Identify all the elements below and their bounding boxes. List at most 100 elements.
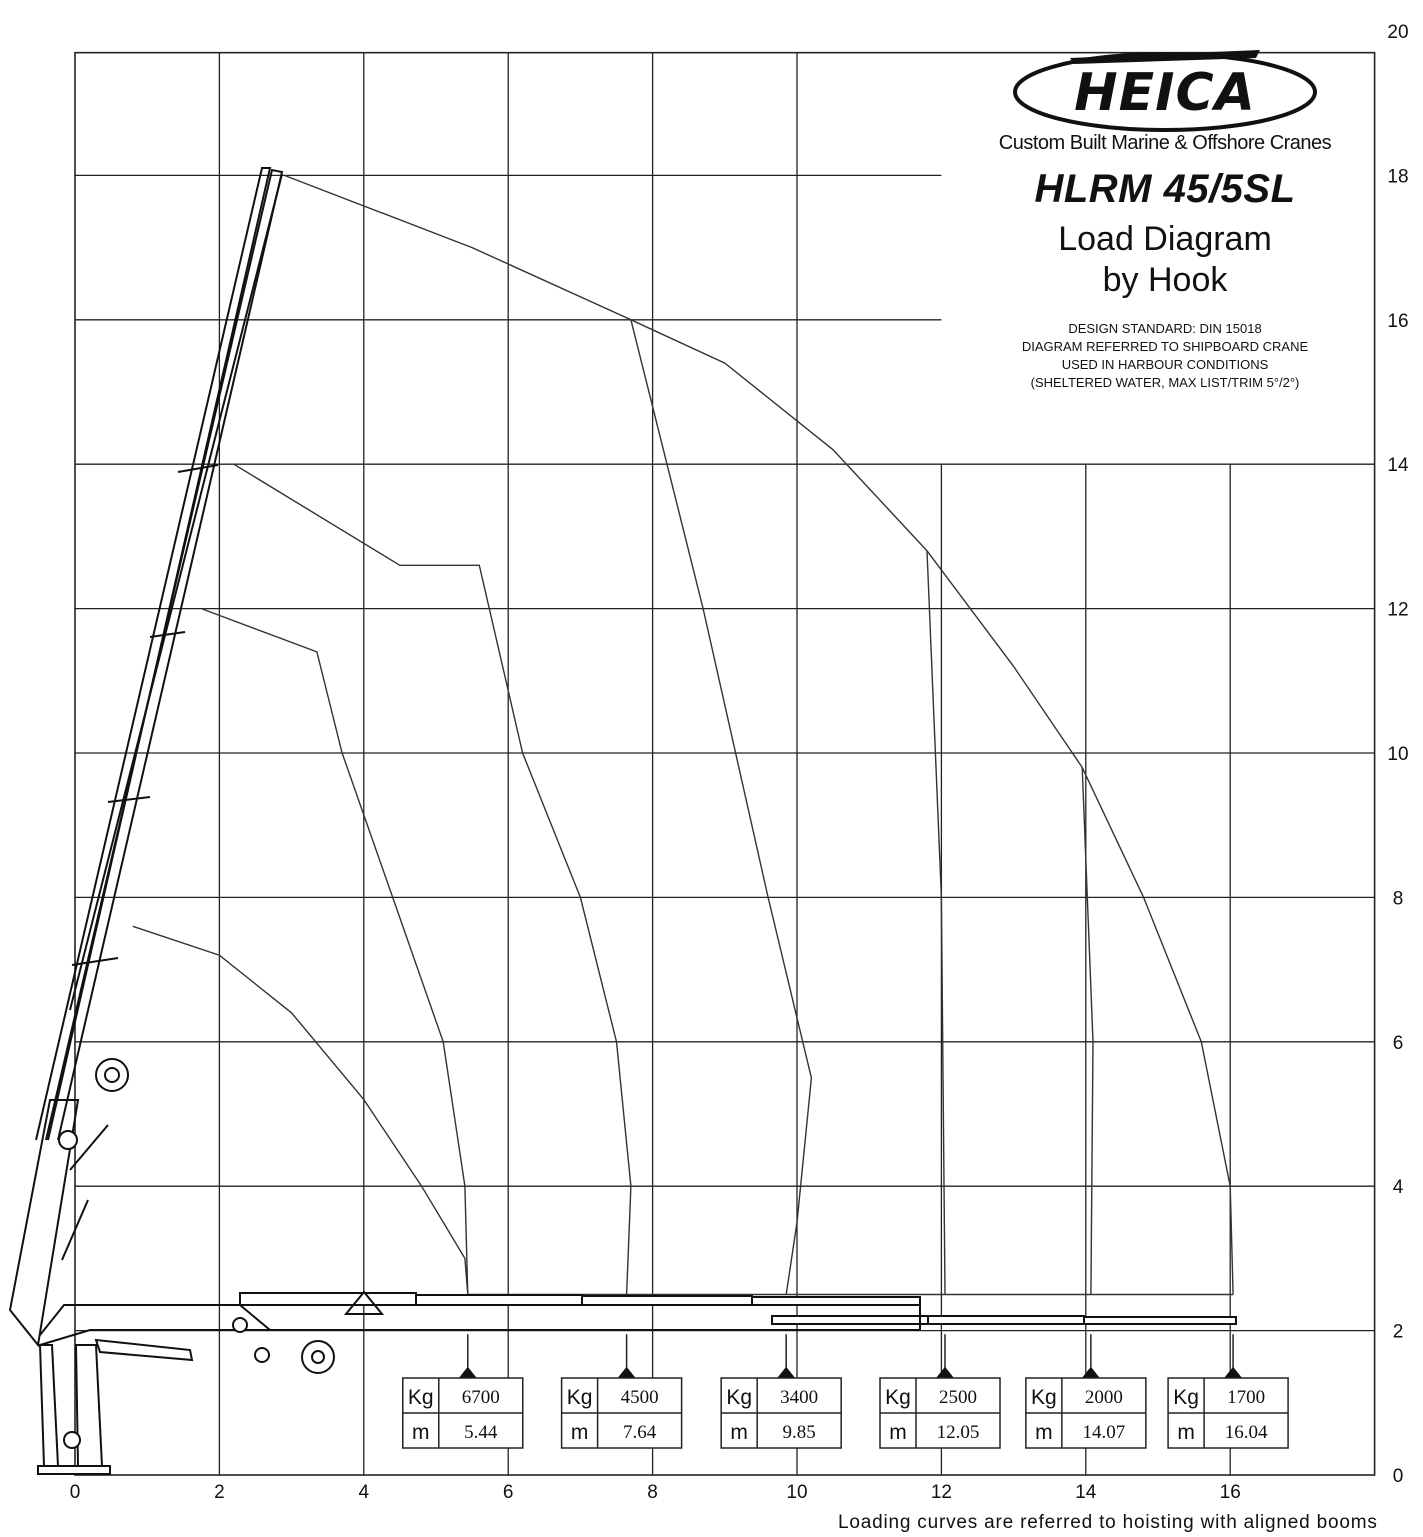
boom-clamp-4 [177,464,219,473]
crane-base [37,1465,111,1475]
crane-pedestal [38,1344,104,1467]
tele-section-3 [581,1295,753,1306]
y-tick-label: 18 [1387,166,1408,187]
y-tick-label: 0 [1393,1466,1404,1487]
m-unit: m [571,1421,589,1444]
slew-ring [63,1431,81,1449]
note-line: (SHELTERED WATER, MAX LIST/TRIM 5°/2°) [1030,375,1300,390]
boom-pivot [58,1130,78,1150]
load-radius-value: 12.05 [937,1422,980,1443]
load-radius-value: 5.44 [464,1422,498,1443]
y-tick-label: 10 [1387,744,1408,765]
svg-text:HEICA: HEICA [1074,63,1256,123]
tele-section-1 [239,1292,417,1306]
x-tick-label: 14 [1075,1482,1097,1503]
y-tick-label: 4 [1393,1177,1404,1198]
load-table: Kg m 6700 5.44 Kg m 4500 7.64 Kg m 3400 9.85 Kg m 2500… [402,1334,1289,1449]
load-curve [132,925,469,1295]
grid: 0 2 4 6 8 10 12 14 16 0 2 4 6 8 10 12 14 16 18 20 [70,22,1409,1503]
load-kg-value: 1700 [1227,1387,1265,1408]
load-pointer [935,1366,955,1379]
load-kg-value: 2000 [1085,1387,1123,1408]
tele-section-6 [927,1315,1085,1325]
load-radius-value: 9.85 [783,1422,816,1443]
y-tick-label: 8 [1393,888,1404,909]
note-line: USED IN HARBOUR CONDITIONS [1061,357,1269,372]
x-tick-label: 16 [1220,1482,1241,1503]
y-tick-label: 20 [1387,22,1408,43]
load-radius-value: 16.04 [1225,1422,1268,1443]
knuckle-pivot [232,1317,248,1333]
tagline: Custom Built Marine & Offshore Cranes [998,132,1332,154]
tele-bracket [343,1290,385,1315]
load-radius-value: 14.07 [1082,1422,1125,1443]
knuckle-boom [39,1304,273,1346]
design-notes: DESIGN STANDARD: DIN 15018 DIAGRAM REFER… [960,320,1370,392]
subtitle-line-2: by Hook [1102,261,1228,299]
y-tick-label: 16 [1387,311,1408,332]
tele-section-5 [771,1315,929,1325]
x-tick-label: 8 [647,1482,658,1503]
load-curve [284,174,813,1295]
x-tick-label: 6 [503,1482,514,1503]
x-tick-label: 2 [214,1482,225,1503]
load-kg-value: 2500 [939,1387,977,1408]
load-kg-value: 3400 [780,1387,818,1408]
winch-hub [104,1067,120,1083]
heica-logo: HEICA [1013,50,1317,132]
y-tick-label: 2 [1393,1322,1404,1343]
kg-unit: Kg [567,1386,593,1409]
crane-drawing [8,167,1237,1475]
y-tick-label: 14 [1387,455,1409,476]
y-tick-label: 6 [1393,1033,1404,1054]
load-pointer [776,1366,796,1379]
x-tick-label: 4 [359,1482,370,1503]
tele-section-7 [1083,1316,1237,1325]
boom-cylinder [61,1124,109,1261]
plot-frame [74,51,1376,1476]
fold-cylinder [94,1338,194,1362]
load-curve [926,550,1094,1295]
main-boom-base [8,1099,80,1348]
load-curve [233,463,632,1295]
m-unit: m [730,1421,748,1444]
m-unit: m [1035,1421,1053,1444]
y-tick-label: 12 [1387,600,1408,621]
x-tick-label: 10 [786,1482,807,1503]
note-line: DIAGRAM REFERRED TO SHIPBOARD CRANE [1021,339,1309,354]
load-curve [1081,767,1234,1295]
kg-unit: Kg [885,1386,911,1409]
kg-unit: Kg [408,1386,434,1409]
m-unit: m [1177,1421,1195,1444]
boom-clamp-1 [149,631,186,638]
load-curve [201,607,469,1295]
link-pivot [254,1347,270,1363]
tele-section-2 [415,1294,583,1306]
load-kg-value: 4500 [621,1387,659,1408]
note-line: DESIGN STANDARD: DIN 15018 [1068,321,1262,336]
load-curve [630,319,946,1295]
tele-section-4 [751,1296,921,1306]
load-pointer [458,1366,478,1379]
subtitle-line-1: Load Diagram [1058,220,1272,258]
load-kg-value: 6700 [462,1387,500,1408]
tele-underside [220,1304,921,1331]
upper-boom [35,167,272,1141]
tele-winch-hub [311,1350,325,1364]
model-title: HLRM 45/5SL [1034,167,1296,211]
load-radius-value: 7.64 [623,1422,657,1443]
m-unit: m [412,1421,430,1444]
m-unit: m [889,1421,907,1444]
footnote: Loading curves are referred to hoisting … [838,1512,1378,1533]
x-tick-label: 0 [70,1482,81,1503]
boom-cable [69,173,283,1011]
kg-unit: Kg [726,1386,752,1409]
boom-clamp-3 [71,957,119,966]
kg-unit: Kg [1173,1386,1199,1409]
kg-unit: Kg [1031,1386,1057,1409]
x-tick-label: 12 [931,1482,952,1503]
title-block: HEICA Custom Built Marine & Offshore Cra… [960,40,1370,392]
load-curves [132,174,1234,1296]
load-pointer [1223,1366,1243,1379]
